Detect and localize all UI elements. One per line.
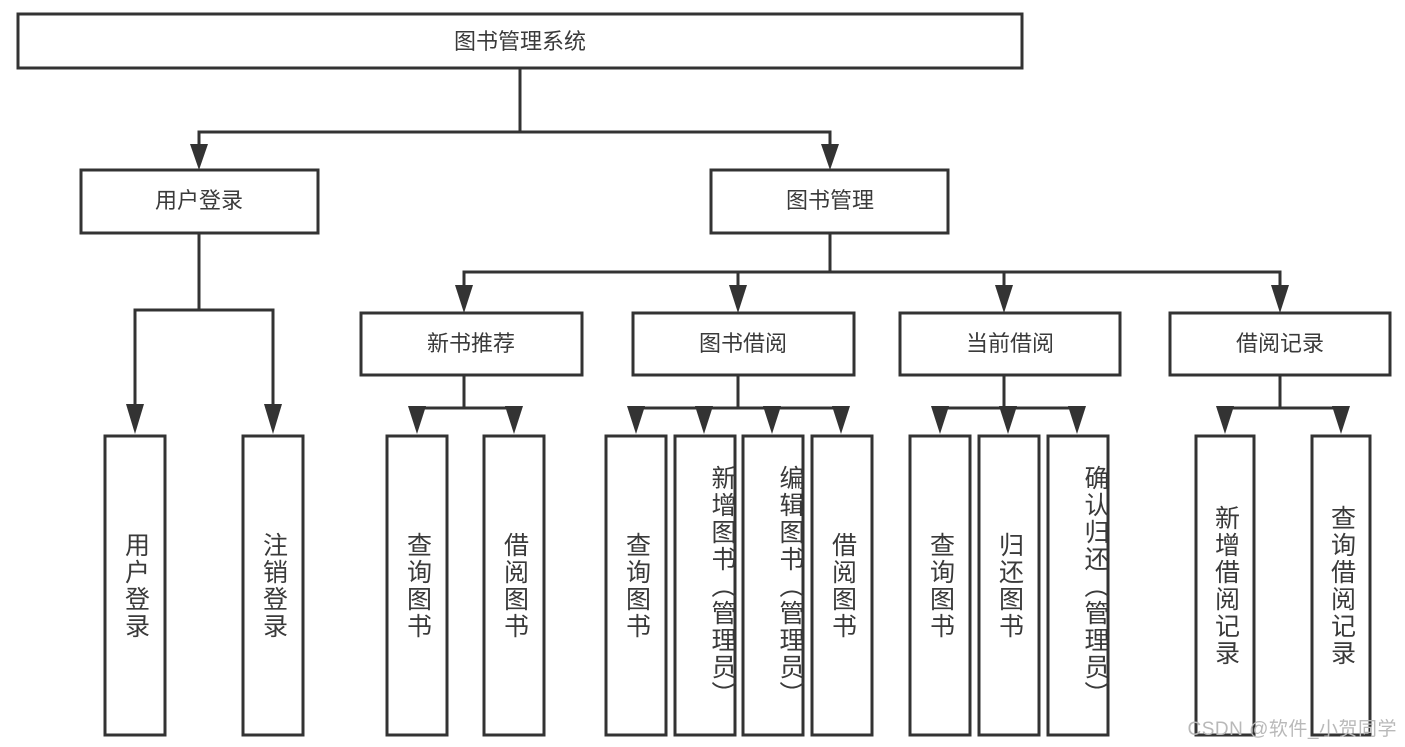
leaf-add-borrow-record-box[interactable] [1194, 434, 1256, 737]
arrow-head-leaf-query-book-2 [627, 406, 645, 434]
csdn-watermark: CSDN @软件_小贺同学 [1187, 719, 1397, 740]
connector-group-borrow-record [1216, 373, 1350, 434]
arrow-head-book-management [821, 144, 839, 170]
arrow-head-leaf-confirm-return-admin [1068, 406, 1086, 434]
arrow-head-leaf-edit-book-admin [763, 406, 781, 434]
leaf-borrow-book-2-box[interactable] [810, 434, 874, 737]
connector-group-book-management [455, 231, 1289, 313]
connector-group-book-borrow [627, 373, 850, 434]
node-root-box[interactable] [16, 12, 1024, 70]
node-borrow-record-box[interactable] [1168, 311, 1392, 377]
node-book-management-label: 图书管理 [786, 188, 874, 213]
leaf-query-book-3-box[interactable] [908, 434, 972, 737]
arrow-head-leaf-query-book-3 [931, 406, 949, 434]
arrow-head-user-login [190, 144, 208, 170]
node-current-borrow-box[interactable] [898, 311, 1122, 377]
connector-group-current-borrow [931, 373, 1086, 434]
arrow-head-leaf-borrow-book-1 [505, 406, 523, 434]
connector-group-user-login [126, 231, 282, 434]
node-user-login[interactable]: 用户登录 [79, 168, 320, 235]
leaf-edit-book-admin-box[interactable] [741, 434, 805, 737]
leaf-borrow-book-1-box[interactable] [482, 434, 546, 737]
leaf-query-book-1-box[interactable] [385, 434, 449, 737]
leaf-confirm-return-admin-box[interactable] [1046, 434, 1110, 737]
node-new-book-recommend-label: 新书推荐 [427, 331, 515, 356]
arrow-head-leaf-logout-login [264, 404, 282, 434]
node-root-label: 图书管理系统 [454, 29, 586, 54]
node-book-management-box[interactable] [709, 168, 950, 235]
node-borrow-record[interactable]: 借阅记录 [1168, 311, 1392, 377]
arrow-head-book-borrow [729, 285, 747, 313]
node-book-borrow-box[interactable] [631, 311, 856, 377]
connector-group-new-book-recommend [408, 373, 523, 434]
leaf-logout-login-box[interactable] [241, 434, 305, 737]
node-user-login-label: 用户登录 [155, 188, 243, 213]
node-user-login-box[interactable] [79, 168, 320, 235]
node-book-borrow[interactable]: 图书借阅 [631, 311, 856, 377]
arrow-head-leaf-user-login [126, 404, 144, 434]
arrow-head-leaf-add-borrow-record [1216, 406, 1234, 434]
leaf-query-borrow-record-box[interactable] [1310, 434, 1372, 737]
node-current-borrow-label: 当前借阅 [966, 331, 1054, 356]
leaf-add-book-admin-box[interactable] [673, 434, 737, 737]
node-borrow-record-label: 借阅记录 [1236, 331, 1324, 356]
node-current-borrow[interactable]: 当前借阅 [898, 311, 1122, 377]
leaf-query-book-2-box[interactable] [604, 434, 668, 737]
node-new-book-recommend[interactable]: 新书推荐 [359, 311, 584, 377]
connector-group-root [190, 66, 839, 170]
node-book-management[interactable]: 图书管理 [709, 168, 950, 235]
node-root[interactable]: 图书管理系统 [16, 12, 1024, 70]
node-new-book-recommend-box[interactable] [359, 311, 584, 377]
leaf-return-book-box[interactable] [977, 434, 1041, 737]
arrow-head-borrow-record [1271, 285, 1289, 313]
leaf-user-login-box[interactable] [103, 434, 167, 737]
arrow-head-leaf-query-book-1 [408, 406, 426, 434]
arrow-head-new-book-recommend [455, 285, 473, 313]
arrow-head-current-borrow [995, 285, 1013, 313]
arrow-head-leaf-add-book-admin [695, 406, 713, 434]
arrow-head-leaf-query-borrow-record [1332, 406, 1350, 434]
arrow-head-leaf-return-book [999, 406, 1017, 434]
node-book-borrow-label: 图书借阅 [699, 331, 787, 356]
arrow-head-leaf-borrow-book-2 [832, 406, 850, 434]
